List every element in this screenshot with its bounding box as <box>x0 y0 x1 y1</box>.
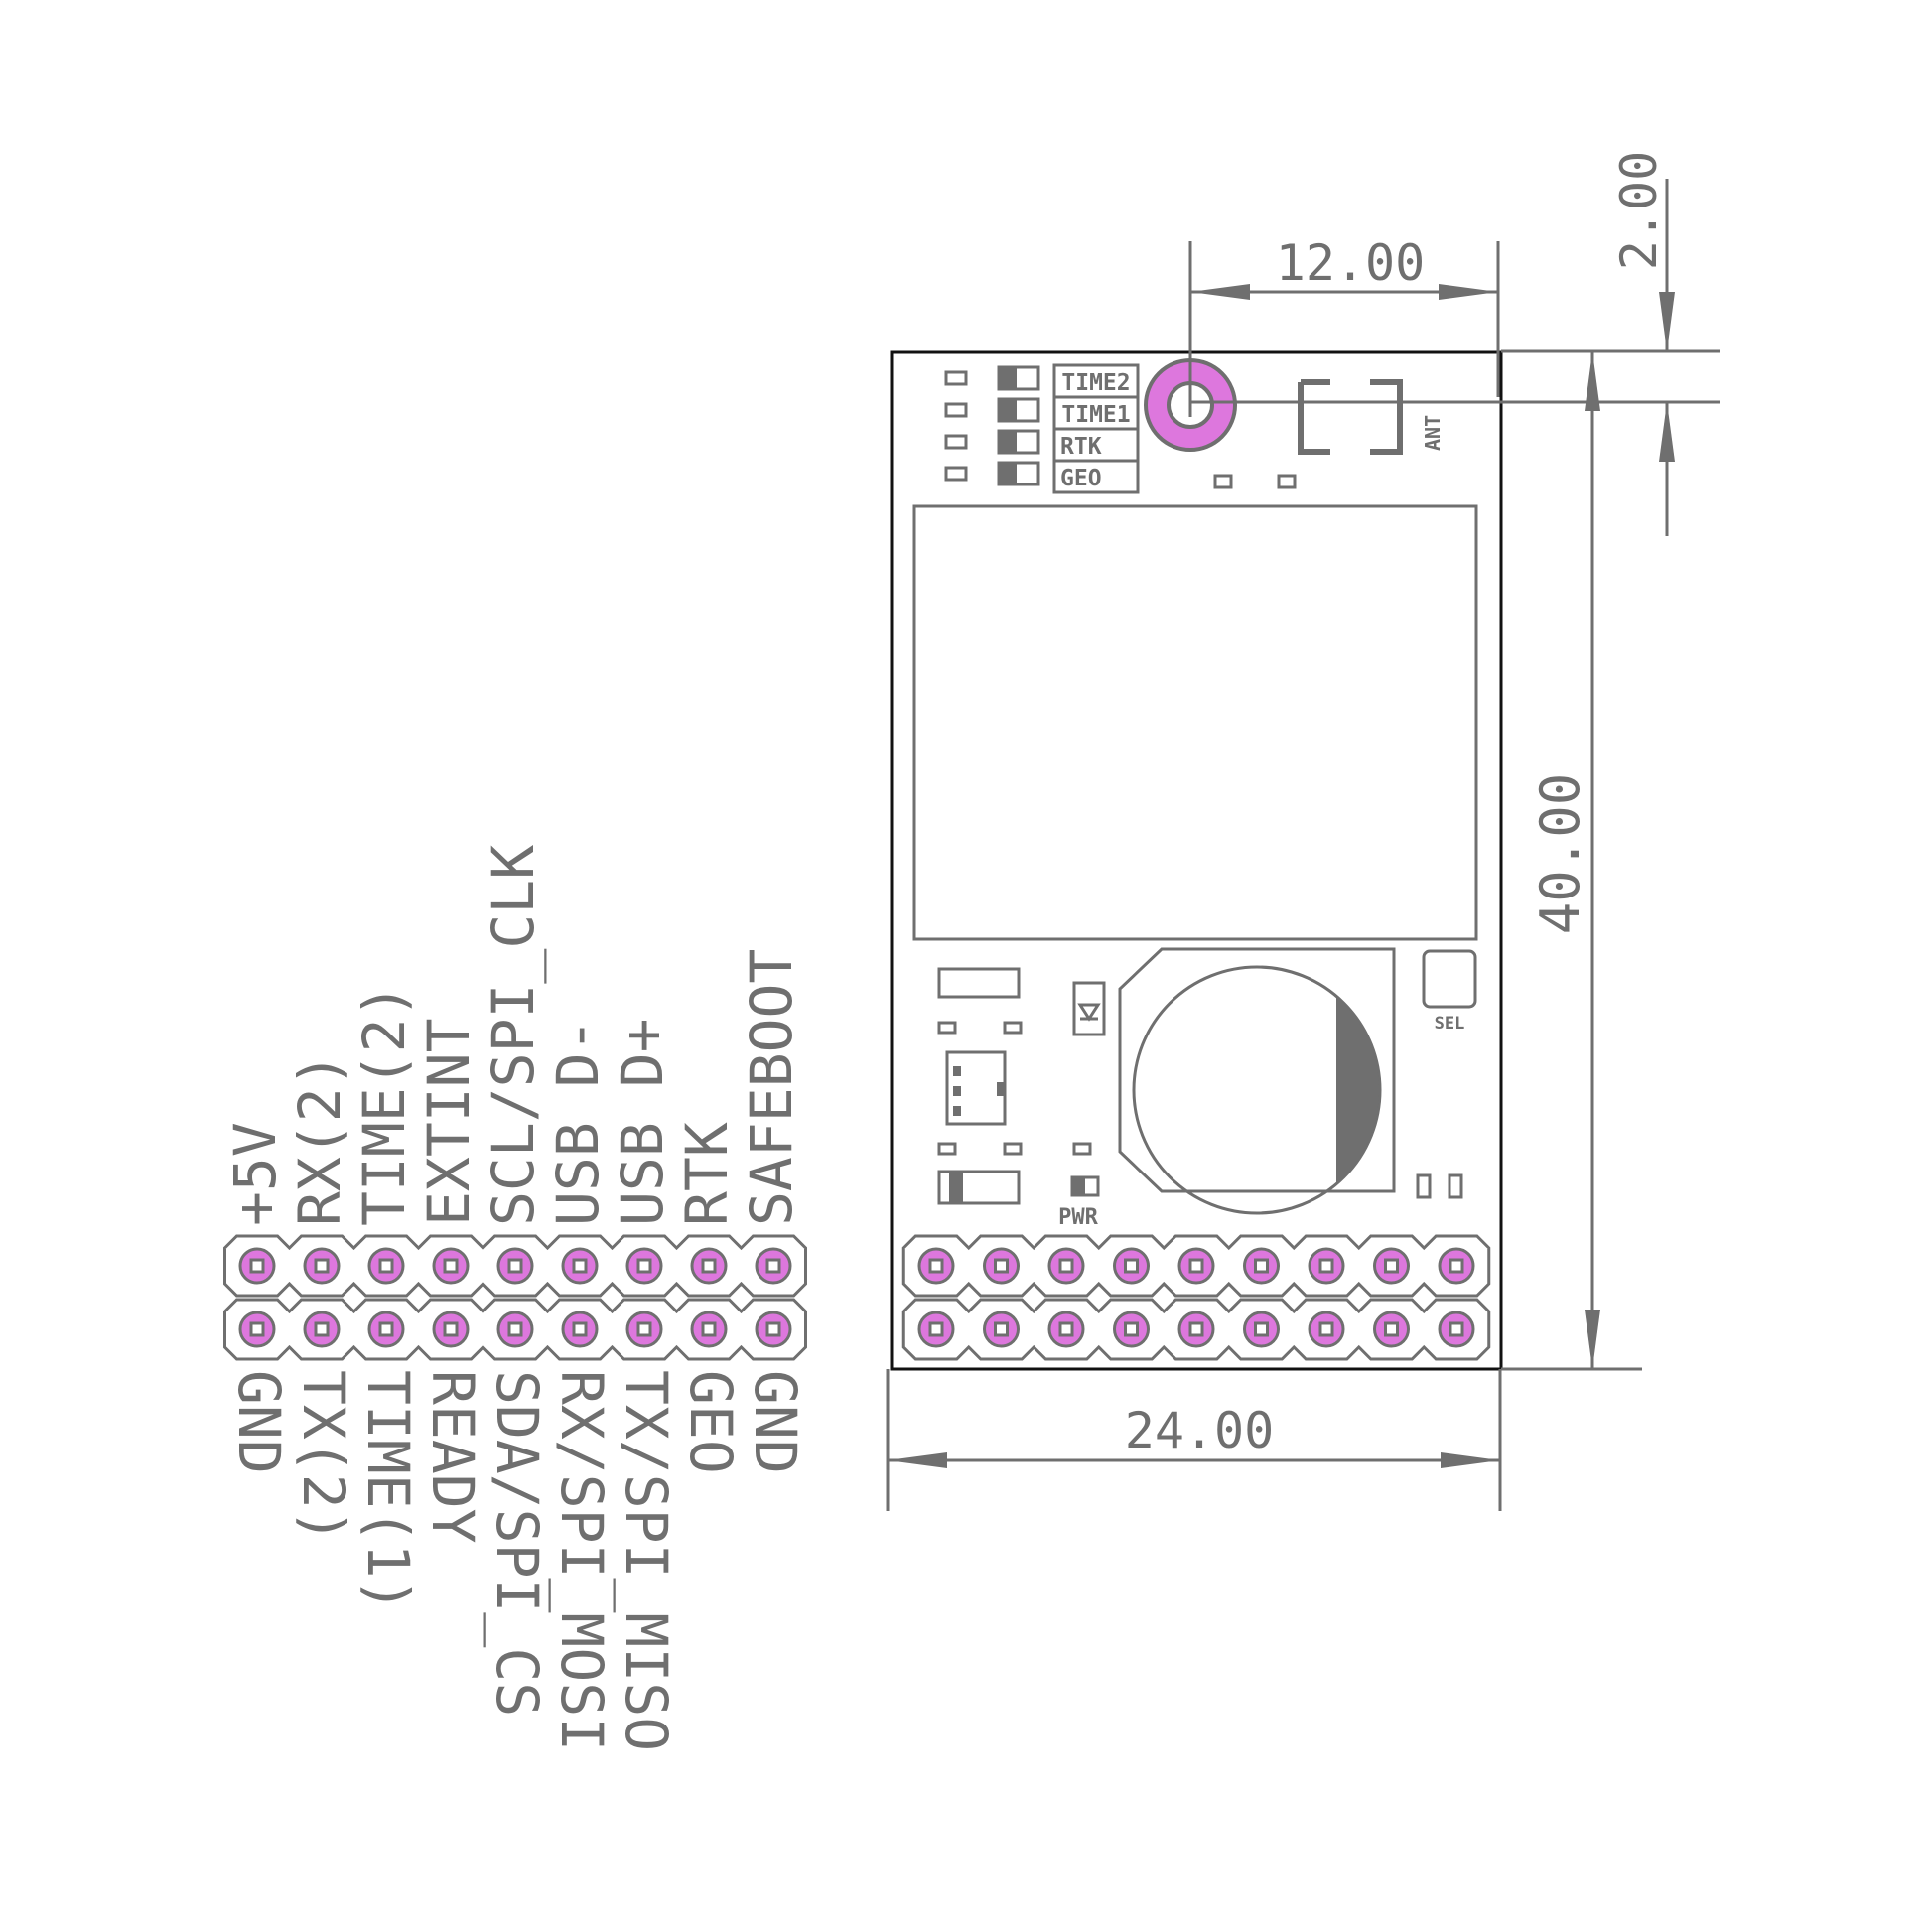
pin-label-bottom: GEO <box>677 1370 745 1474</box>
power-label: PWR <box>1058 1205 1098 1230</box>
board-header-pin-hole <box>1124 1258 1139 1274</box>
board-header-pin-hole <box>1384 1258 1399 1274</box>
led-label-boxes <box>1052 363 1140 494</box>
board-header-pin-hole <box>1318 1321 1334 1337</box>
pin-label-top: RTK <box>673 1122 741 1226</box>
pin-label-top: USB D+ <box>609 1018 676 1226</box>
pinout-header-row-2-outline <box>223 1298 807 1361</box>
led-column <box>944 365 1040 486</box>
pinout-header-pin-hole <box>443 1321 459 1337</box>
pin-label-bottom: READY <box>419 1370 486 1544</box>
select-button <box>1422 949 1477 1009</box>
pinout-header-pin-hole <box>443 1258 459 1274</box>
pin-label-bottom: GND <box>742 1370 809 1474</box>
silkscreen-labels: TIME2 TIME1 RTK GEO ANT SEL PWR <box>1058 370 1464 1230</box>
board-header-pin-hole <box>1058 1321 1074 1337</box>
coin-cell <box>1132 965 1382 1215</box>
board-header-pin-hole <box>1188 1258 1204 1274</box>
led-label-time2: TIME2 <box>1061 370 1130 396</box>
dim-width-label: 12.00 <box>1276 234 1426 292</box>
board <box>890 350 1503 1371</box>
pin-label-bottom: TX(2) <box>290 1370 357 1544</box>
antenna-connector <box>1298 379 1403 455</box>
pinout-header-pin-hole <box>765 1321 781 1337</box>
pin-label-top: TIME(2) <box>350 984 418 1226</box>
pinout-header-pin-hole <box>701 1321 717 1337</box>
diode <box>937 967 1021 999</box>
led-label-rtk: RTK <box>1060 434 1102 460</box>
board-outline <box>890 350 1503 1371</box>
led-label-time1: TIME1 <box>1061 402 1130 428</box>
pinout-header-pin-hole <box>507 1258 523 1274</box>
header-board <box>901 1234 1491 1361</box>
led-label-geo: GEO <box>1060 466 1102 491</box>
board-header-pin-hole <box>1449 1321 1464 1337</box>
board-header-pin-hole <box>1124 1321 1139 1337</box>
pinout-header-pin-hole <box>572 1321 588 1337</box>
pin-label-top: SAFEBOOT <box>738 949 805 1226</box>
board-header-row-2-outline <box>901 1298 1491 1361</box>
board-header-pin-hole <box>928 1258 944 1274</box>
board-header-pin-hole <box>928 1321 944 1337</box>
pin-label-top: +5V <box>221 1122 289 1226</box>
dimension-labels: 12.00 2.00 40.00 24.00 <box>1125 151 1668 1459</box>
board-header-pin-hole <box>1188 1321 1204 1337</box>
pinout-header-pin-hole <box>572 1258 588 1274</box>
board-header-pin-hole <box>1318 1258 1334 1274</box>
battery-holder <box>1118 947 1396 1193</box>
pinout-header-row-1-outline <box>223 1234 807 1298</box>
gnss-module <box>912 504 1478 941</box>
header-pinout <box>223 1234 807 1361</box>
board-header-pin-hole <box>1058 1258 1074 1274</box>
coin-cell-shade <box>1336 997 1380 1183</box>
dim-board-width-label: 24.00 <box>1125 1402 1275 1459</box>
pinout-header-pin-hole <box>314 1258 330 1274</box>
board-header-pin-hole <box>1254 1321 1269 1337</box>
antenna-label: ANT <box>1421 415 1445 451</box>
board-header-pin-hole <box>1449 1258 1464 1274</box>
pin-label-bottom: TX/SPI_MISO <box>613 1370 680 1751</box>
pin-label-bottom: TIME(1) <box>354 1370 422 1612</box>
board-header-pin-hole <box>994 1258 1009 1274</box>
pin-label-top: EXTINT <box>415 1018 483 1226</box>
pinout-header-pin-hole <box>507 1321 523 1337</box>
pin-label-top: SCL/SPI_CLK <box>480 845 547 1226</box>
dimensions <box>886 179 1720 1511</box>
pinout-header-pin-hole <box>701 1258 717 1274</box>
board-header-row-1-outline <box>901 1234 1491 1298</box>
capacitor <box>937 1170 1021 1205</box>
pin-label-bottom: RX/SPI_MOSI <box>548 1370 616 1751</box>
dim-height-label: 40.00 <box>1529 773 1591 935</box>
pinout-header-pin-hole <box>636 1321 652 1337</box>
board-header-pin-hole <box>1254 1258 1269 1274</box>
select-label: SEL <box>1435 1014 1465 1034</box>
dim-offset-label: 2.00 <box>1610 151 1668 270</box>
pinout-header-pin-hole <box>249 1321 265 1337</box>
pin-label-top: USB D- <box>544 1018 612 1226</box>
board-header-pin-hole <box>994 1321 1009 1337</box>
pin-label-bottom: GND <box>225 1370 293 1474</box>
pin-label-top: RX(2) <box>286 1052 353 1226</box>
pinout-header-pin-hole <box>249 1258 265 1274</box>
pinout-header-pin-hole <box>378 1258 394 1274</box>
pinout-header-pin-hole <box>378 1321 394 1337</box>
board-header-pin-hole <box>1384 1321 1399 1337</box>
pinout-header-pin-hole <box>314 1321 330 1337</box>
pin-label-bottom: SDA/SPI_CS <box>483 1370 551 1717</box>
pinout-header-pin-hole <box>765 1258 781 1274</box>
pin-labels-bottom: GNDTX(2)TIME(1)READYSDA/SPI_CSRX/SPI_MOS… <box>225 1370 809 1751</box>
pinout-header-pin-hole <box>636 1258 652 1274</box>
led-fill <box>999 367 1017 484</box>
